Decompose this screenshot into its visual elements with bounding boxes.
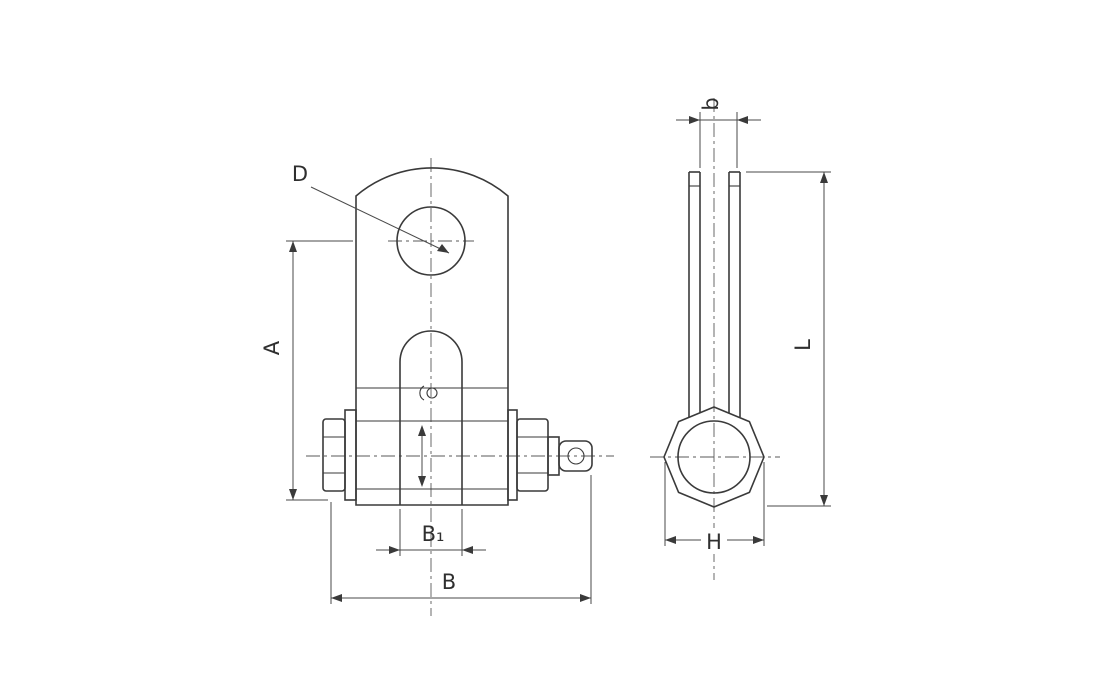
dim-label-L: L xyxy=(791,339,815,351)
arrowhead xyxy=(689,116,700,124)
arrowhead xyxy=(737,116,748,124)
arrowhead xyxy=(331,594,342,602)
dim-label-B1: B₁ xyxy=(422,522,445,546)
arrowhead xyxy=(418,476,426,487)
arrowhead xyxy=(289,489,297,500)
front-view xyxy=(306,158,614,616)
arrowhead xyxy=(437,244,449,253)
dim-label-b: b xyxy=(699,97,723,110)
leader-line-D xyxy=(310,186,450,254)
dimension-L: L xyxy=(746,171,831,507)
small-pin-hole xyxy=(426,387,438,399)
arrowhead xyxy=(665,536,676,544)
dim-label-B: B xyxy=(442,570,456,594)
inner-slot-outline xyxy=(399,330,463,505)
dim-label-D: D xyxy=(292,162,308,186)
side-view xyxy=(650,98,780,580)
dimension-b: b xyxy=(676,97,761,168)
eye-bore xyxy=(677,420,751,494)
arrowhead xyxy=(289,241,297,252)
dimension-A: A xyxy=(260,240,353,501)
dimension-B1: B₁ xyxy=(376,509,486,556)
left-nut xyxy=(322,418,346,492)
right-nut xyxy=(516,418,549,492)
arrowhead xyxy=(820,172,828,183)
arrowhead xyxy=(580,594,591,602)
arrowhead xyxy=(389,546,400,554)
dimension-D: D xyxy=(292,162,450,254)
cotter-end xyxy=(558,440,593,472)
top-hole xyxy=(396,206,466,276)
dim-label-H: H xyxy=(706,530,722,554)
left-washer xyxy=(344,409,357,501)
clevis-body-outline xyxy=(355,167,509,506)
label-mask xyxy=(701,528,727,554)
arrowhead xyxy=(462,546,473,554)
small-pin-hole-edge xyxy=(419,385,425,401)
dimension-B: B xyxy=(330,475,592,604)
arrowhead xyxy=(753,536,764,544)
dim-label-A: A xyxy=(260,340,284,355)
arrowhead xyxy=(418,425,426,436)
eye-outer-ring xyxy=(663,406,765,508)
cotter-pin-hole xyxy=(567,447,585,465)
right-washer xyxy=(507,409,518,501)
arrowhead xyxy=(820,495,828,506)
dimension-H: H xyxy=(664,462,765,554)
